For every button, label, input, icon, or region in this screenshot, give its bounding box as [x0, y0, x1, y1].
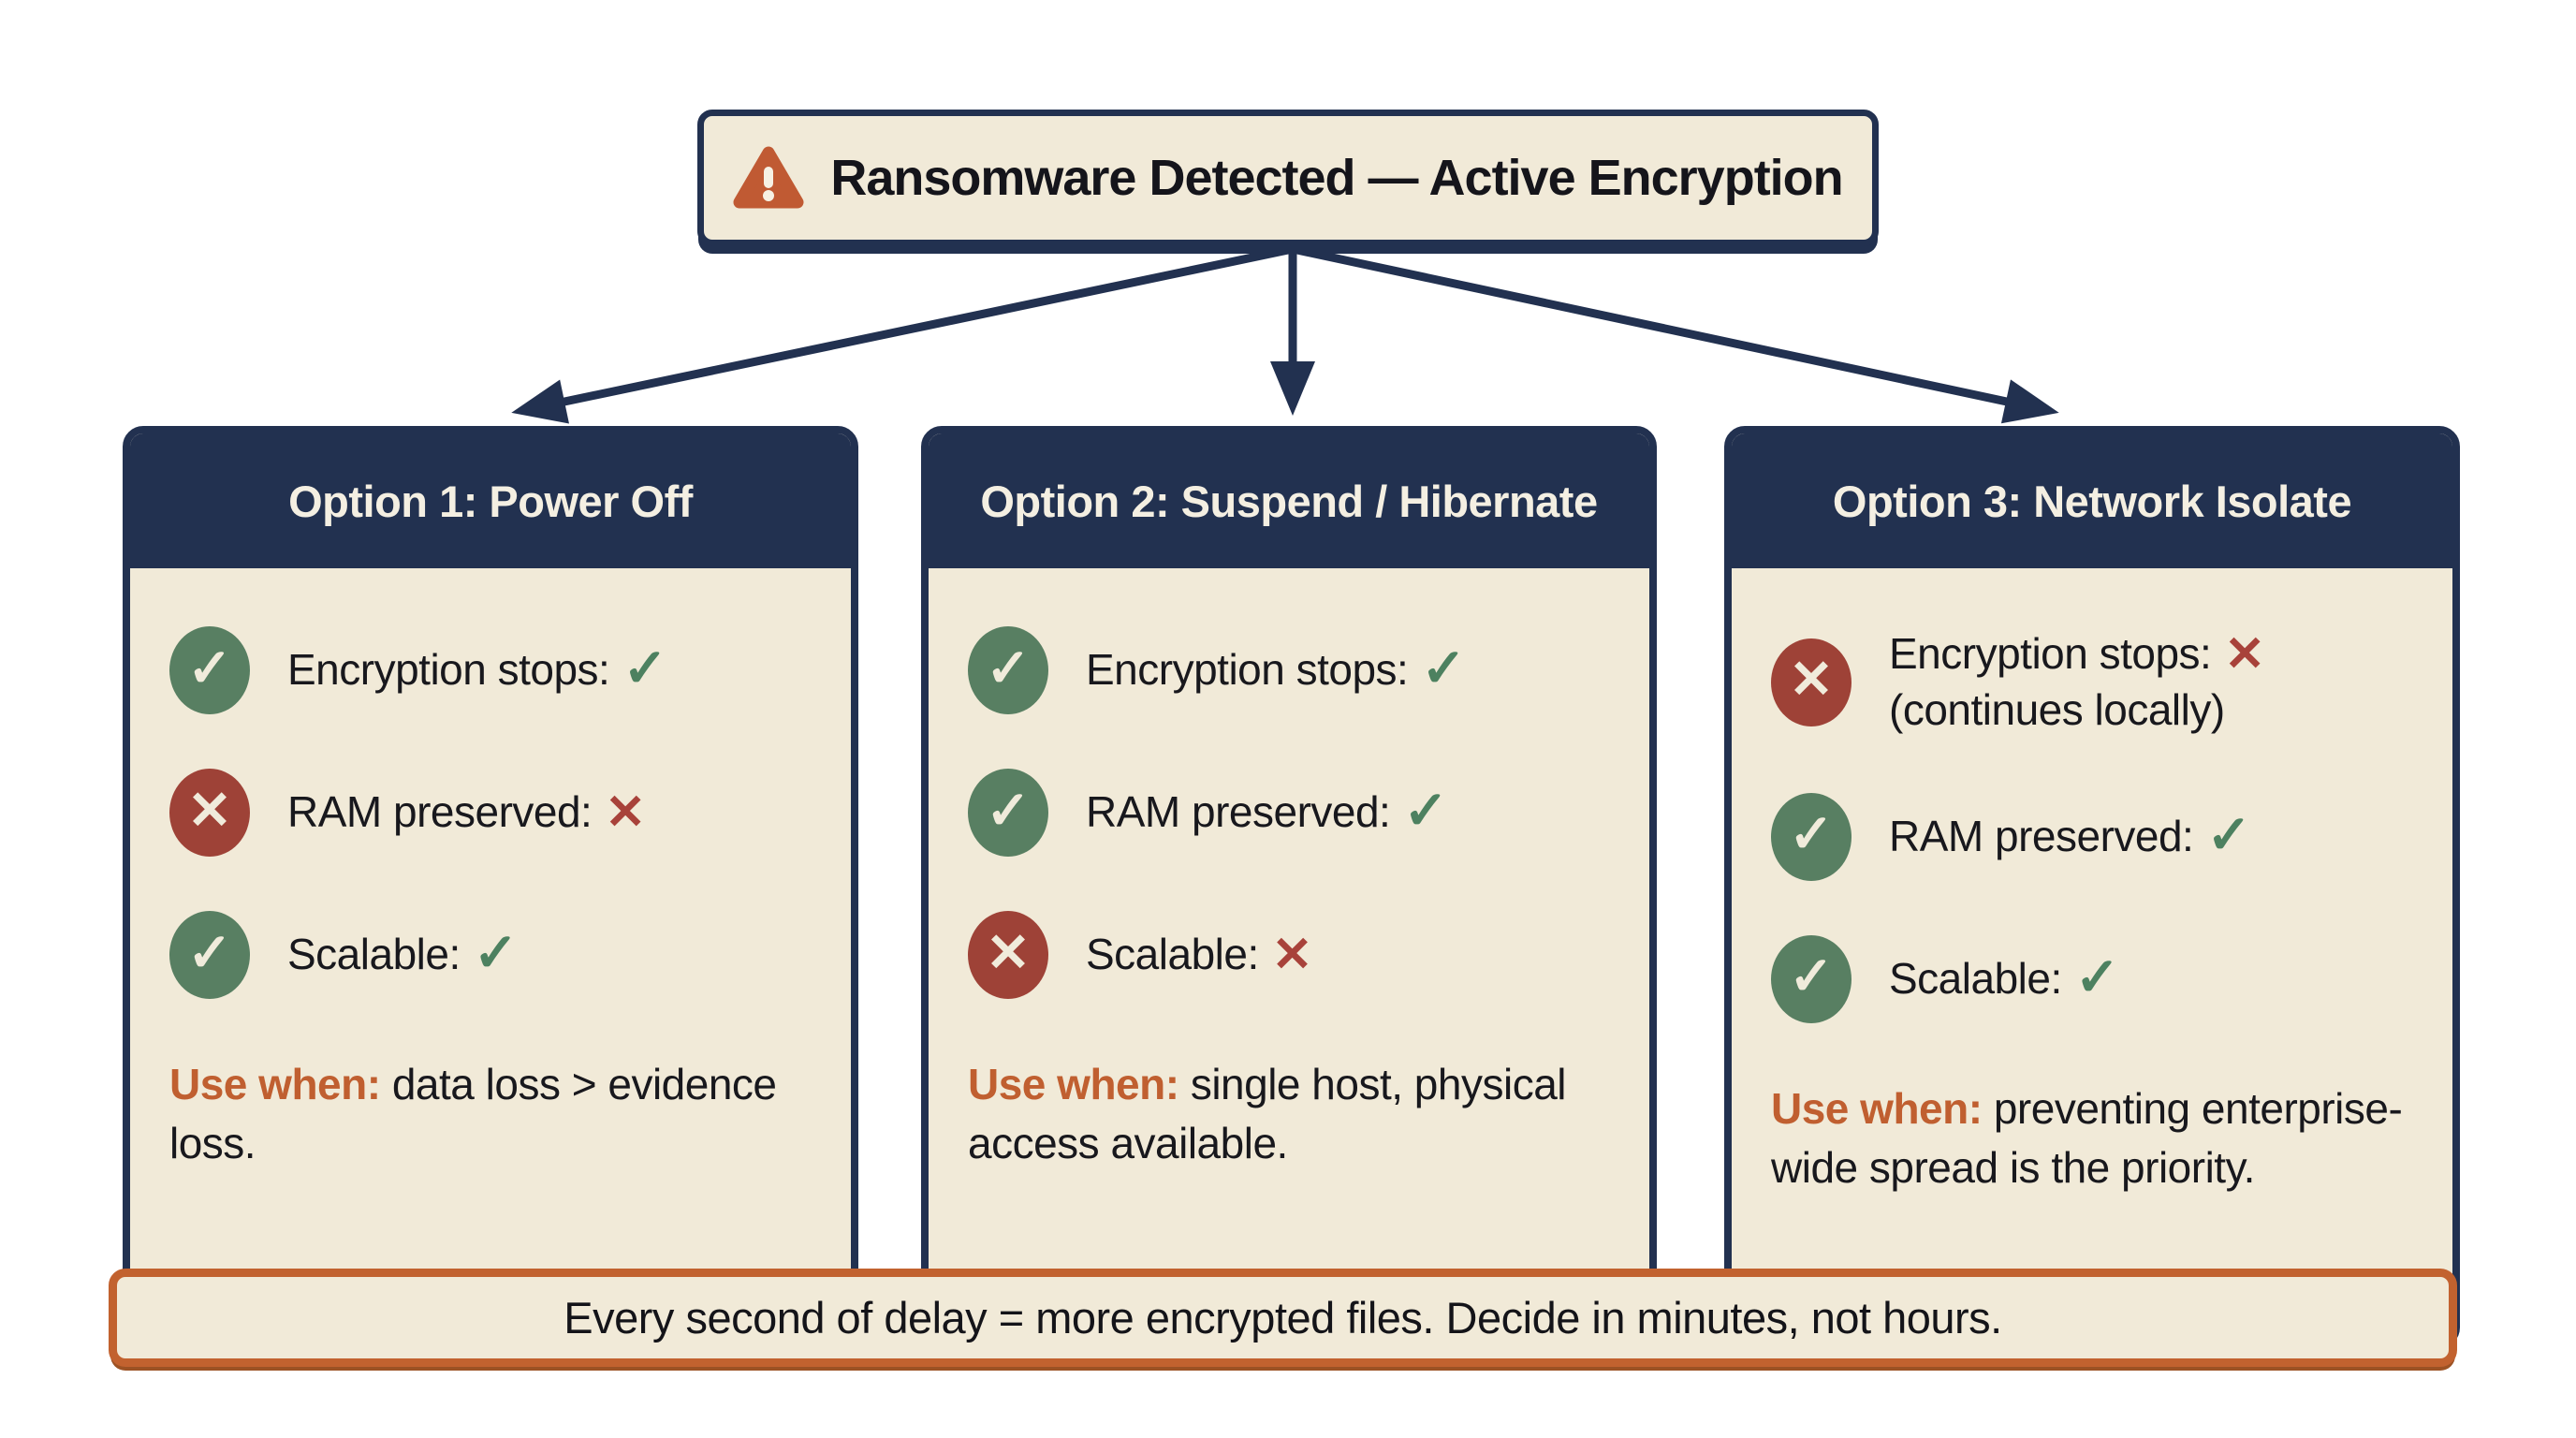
pass-circle-icon: ✓ [1771, 792, 1852, 881]
use-when-text: preventing enterprise-wide spread is the… [1771, 1083, 2403, 1193]
arrow-to-option-1 [511, 244, 1294, 424]
option-1-body: ✓ Encryption stops:✓ ✕ RAM preserved:✕ ✓… [130, 568, 851, 1174]
fail-circle-icon: ✕ [968, 911, 1048, 999]
pass-circle-icon: ✓ [169, 911, 250, 999]
pass-circle-icon: ✓ [169, 626, 250, 714]
cross-icon: ✕ [1271, 928, 1313, 983]
criterion-row: ✕ RAM preserved:✕ [130, 769, 851, 857]
use-when-label: Use when: [968, 1060, 1179, 1108]
cross-icon: ✕ [605, 785, 646, 841]
fail-circle-icon: ✕ [1771, 638, 1852, 726]
check-icon: ✓ [622, 638, 667, 699]
option-2-header: Option 2: Suspend / Hibernate [929, 433, 1649, 568]
option-card-suspend-hibernate: Option 2: Suspend / Hibernate ✓ Encrypti… [921, 426, 1657, 1348]
criterion-row: ✕ Scalable:✕ [929, 911, 1649, 999]
pass-circle-icon: ✓ [968, 626, 1048, 714]
check-icon: ✓ [2206, 804, 2251, 865]
check-icon: ✓ [473, 923, 519, 984]
option-card-power-off: Option 1: Power Off ✓ Encryption stops:✓… [123, 426, 858, 1348]
check-icon: ✓ [1403, 781, 1448, 842]
criterion-label: Encryption stops: [287, 645, 610, 695]
option-1-header: Option 1: Power Off [130, 433, 851, 568]
criterion-row: ✓ RAM preserved:✓ [929, 769, 1649, 857]
alert-title: Ransomware Detected — Active Encryption [830, 150, 1843, 206]
check-icon: ✓ [1421, 638, 1466, 699]
criterion-row: ✕ Encryption stops:✕(continues locally) [1732, 626, 2452, 739]
criterion-label: Scalable: [1086, 930, 1259, 979]
criterion-row: ✓ Scalable:✓ [1732, 934, 2452, 1023]
check-icon: ✓ [2074, 946, 2120, 1007]
use-when-label: Use when: [1771, 1083, 1983, 1133]
use-when-text: data loss > evidence loss. [169, 1060, 777, 1168]
urgency-banner: Every second of delay = more encrypted f… [109, 1269, 2457, 1367]
criterion-label: Encryption stops: [1086, 645, 1409, 695]
criterion-row: ✓ RAM preserved:✓ [1732, 792, 2452, 881]
pass-circle-icon: ✓ [1771, 934, 1852, 1023]
alert-banner: Ransomware Detected — Active Encryption [697, 110, 1879, 246]
criterion-label: Scalable: [287, 930, 461, 979]
option-card-network-isolate: Option 3: Network Isolate ✕ Encryption s… [1724, 426, 2460, 1348]
use-when-note: Use when: preventing enterprise-wide spr… [1732, 1079, 2452, 1198]
criterion-label: RAM preserved: [1889, 811, 2194, 860]
criterion-label: RAM preserved: [1086, 787, 1391, 837]
criterion-label: RAM preserved: [287, 787, 593, 837]
use-when-note: Use when: single host, physical access a… [929, 1055, 1649, 1174]
use-when-note: Use when: data loss > evidence loss. [130, 1055, 851, 1174]
use-when-label: Use when: [169, 1060, 381, 1108]
cross-icon: ✕ [2224, 627, 2265, 682]
criterion-label: Encryption stops: [1889, 629, 2212, 678]
fail-circle-icon: ✕ [169, 769, 250, 857]
option-3-title: Option 3: Network Isolate [1832, 476, 2352, 526]
criterion-label: Scalable: [1889, 953, 2062, 1003]
urgency-text: Every second of delay = more encrypted f… [564, 1293, 2002, 1343]
warning-triangle-icon [733, 146, 804, 209]
option-3-header: Option 3: Network Isolate [1732, 433, 2452, 568]
criterion-row: ✓ Encryption stops:✓ [929, 626, 1649, 714]
arrow-to-option-3 [1292, 244, 2059, 424]
option-1-title: Option 1: Power Off [288, 476, 693, 526]
criterion-row: ✓ Scalable:✓ [130, 911, 851, 999]
criterion-row: ✓ Encryption stops:✓ [130, 626, 851, 714]
option-3-body: ✕ Encryption stops:✕(continues locally) … [1732, 568, 2452, 1198]
criterion-suffix: (continues locally) [1889, 684, 2225, 734]
option-2-body: ✓ Encryption stops:✓ ✓ RAM preserved:✓ ✕… [929, 568, 1649, 1174]
use-when-text: single host, physical access available. [968, 1060, 1567, 1168]
option-2-title: Option 2: Suspend / Hibernate [980, 476, 1598, 526]
pass-circle-icon: ✓ [968, 769, 1048, 857]
